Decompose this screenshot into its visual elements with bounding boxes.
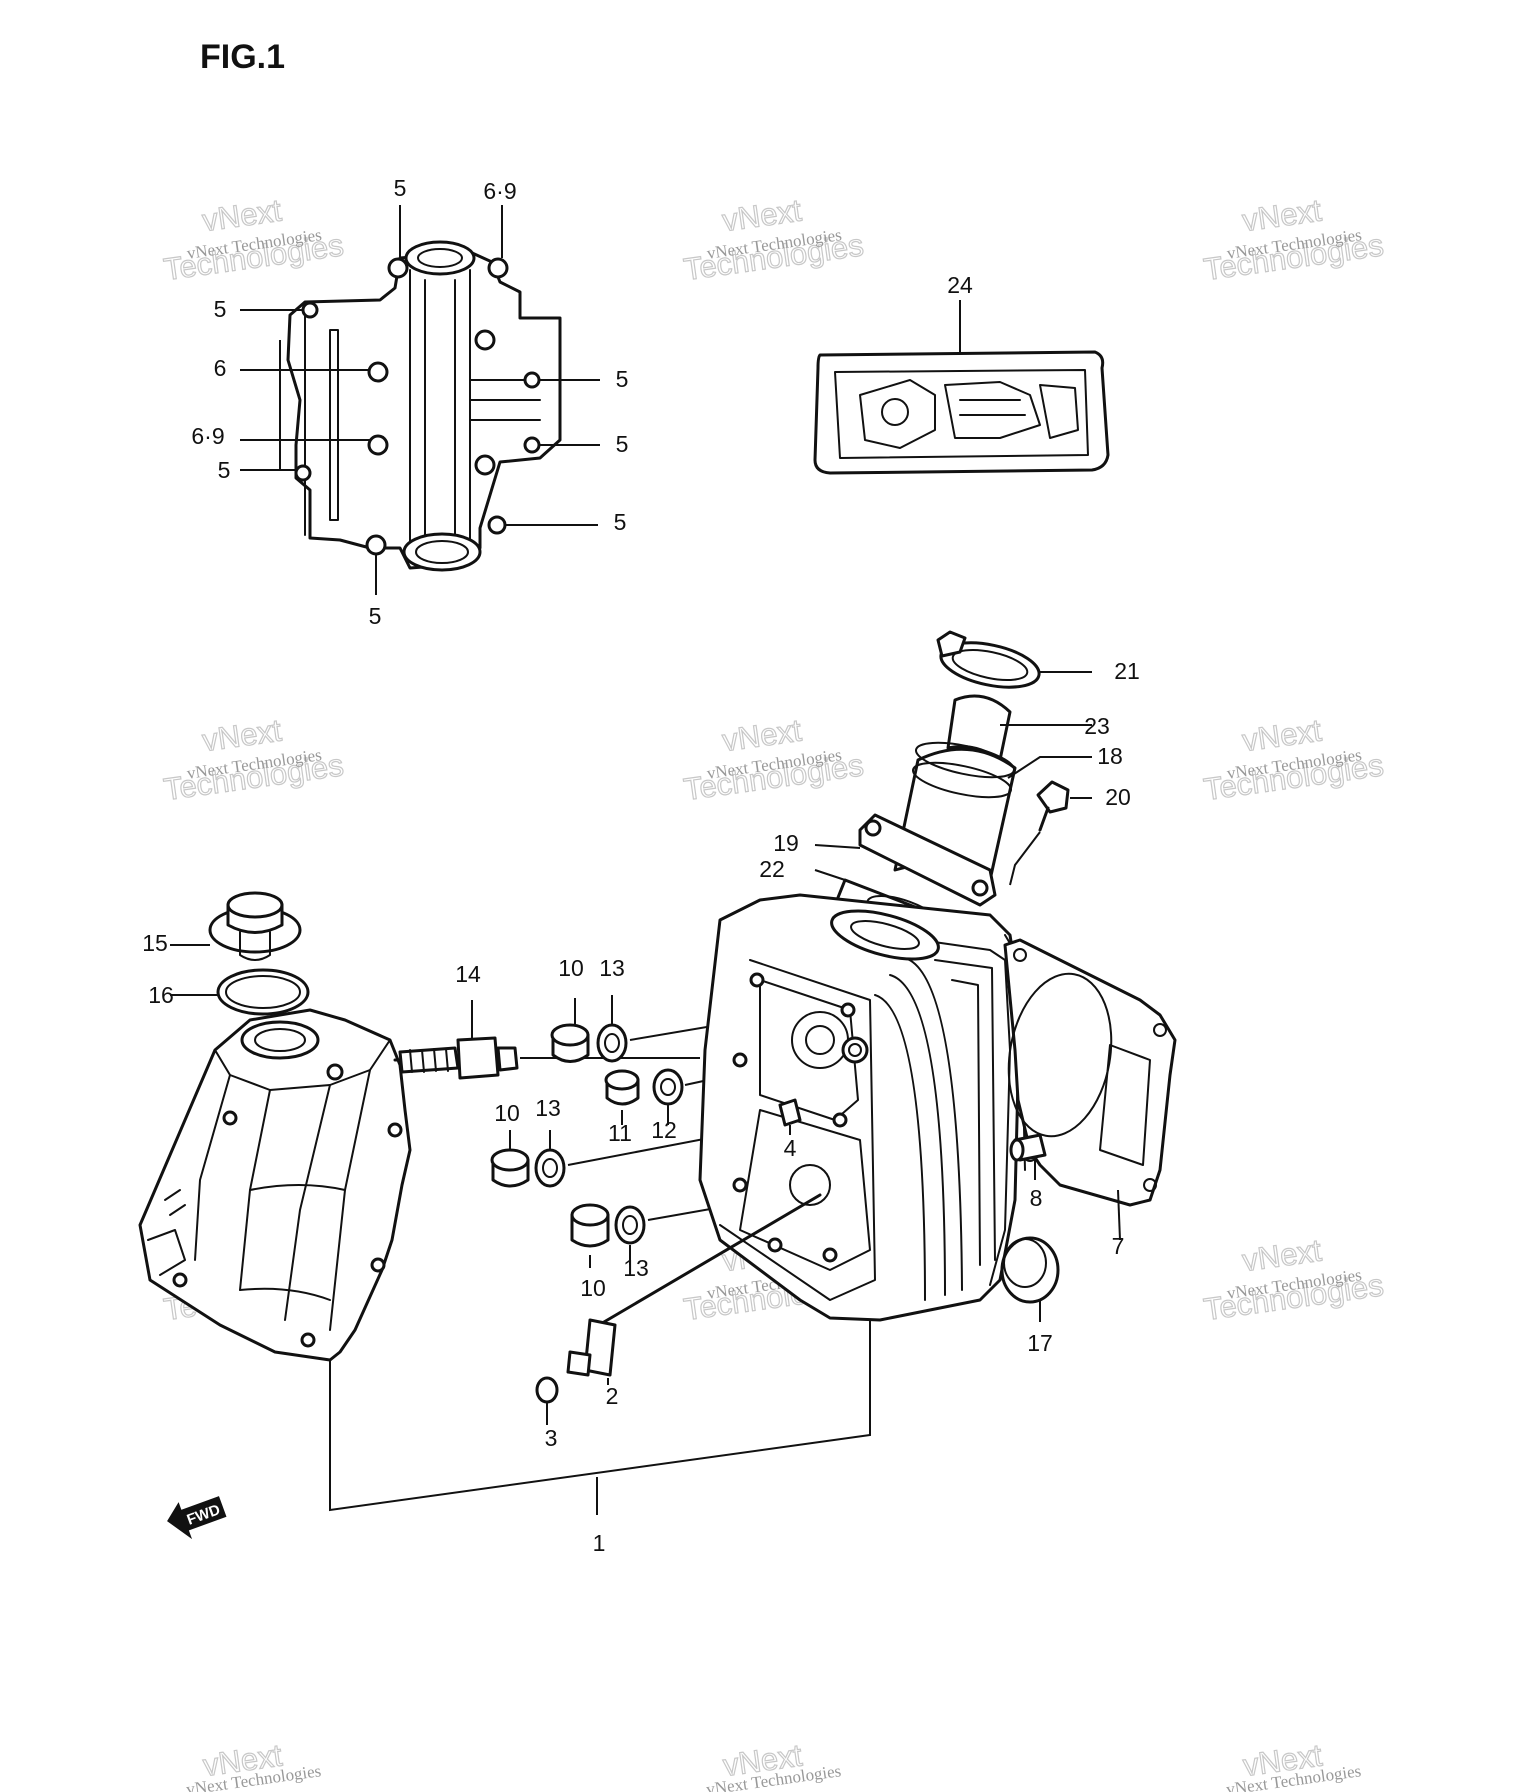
bolt-hole-icon bbox=[487, 257, 509, 279]
oil-filler-cap bbox=[170, 891, 310, 1016]
forward-arrow-icon: FWD bbox=[167, 1496, 227, 1540]
spark-plug bbox=[393, 1000, 700, 1080]
callout-22: 22 bbox=[759, 856, 785, 882]
callout-2: 2 bbox=[606, 1383, 619, 1409]
bolt-hole-icon bbox=[474, 329, 496, 351]
callout-13: 13 bbox=[623, 1255, 649, 1281]
callout-13: 13 bbox=[535, 1095, 561, 1121]
callout-24: 24 bbox=[947, 272, 973, 298]
figure-title: FIG.1 bbox=[200, 38, 285, 76]
callout-8: 8 bbox=[1030, 1185, 1043, 1211]
cylinder-head-gasket bbox=[1003, 938, 1177, 1241]
callout-6-9: 6·9 bbox=[483, 178, 516, 204]
bolt-hole-icon bbox=[487, 515, 507, 535]
callout-4: 4 bbox=[784, 1135, 797, 1161]
callout-6-9: 6·9 bbox=[191, 423, 224, 449]
cylinder-head-top-view bbox=[240, 205, 600, 595]
callout-5: 5 bbox=[369, 603, 382, 629]
callout-23: 23 bbox=[1084, 713, 1110, 739]
nuts-and-washers bbox=[490, 995, 801, 1268]
callout-19: 19 bbox=[773, 830, 799, 856]
cylinder-head-cover bbox=[138, 1008, 412, 1362]
callout-12: 12 bbox=[651, 1117, 677, 1143]
callout-5: 5 bbox=[218, 457, 231, 483]
cylinder-head bbox=[698, 893, 1026, 1322]
watermark-middle-right: vNext Technologies vNext Technologies bbox=[1201, 712, 1386, 808]
bolt-hole-icon bbox=[367, 434, 389, 456]
bolt-hole-icon bbox=[523, 436, 541, 454]
callout-5: 5 bbox=[394, 175, 407, 201]
watermark-bottom-center: vNext vNext Technologies bbox=[705, 1737, 842, 1792]
valve-guide bbox=[535, 1193, 822, 1425]
watermark-bottom-left: vNext vNext Technologies bbox=[185, 1737, 322, 1792]
callout-11: 11 bbox=[608, 1120, 632, 1146]
callout-15: 15 bbox=[142, 930, 168, 956]
callout-5: 5 bbox=[616, 366, 629, 392]
callout-1: 1 bbox=[593, 1530, 606, 1556]
callout-5: 5 bbox=[616, 431, 629, 457]
dowel-pin bbox=[1009, 1133, 1047, 1180]
bolt-hole-icon bbox=[367, 361, 389, 383]
gasket-set bbox=[813, 300, 1110, 475]
callout-5: 5 bbox=[614, 509, 627, 535]
bolt-hole-icon bbox=[523, 371, 541, 389]
callout-20: 20 bbox=[1105, 784, 1131, 810]
assembly-bracket bbox=[329, 1320, 871, 1515]
callout-17: 17 bbox=[1027, 1330, 1053, 1356]
callout-7: 7 bbox=[1112, 1233, 1125, 1259]
callout-16: 16 bbox=[148, 982, 174, 1008]
callout-13: 13 bbox=[599, 955, 625, 981]
watermark-top-left: vNext Technologies vNext Technologies bbox=[161, 192, 346, 288]
watermark-top-center: vNext Technologies vNext Technologies bbox=[681, 192, 866, 288]
callout-14: 14 bbox=[455, 961, 481, 987]
bolt-hole-icon bbox=[387, 257, 409, 279]
callout-10: 10 bbox=[580, 1275, 606, 1301]
bolt-hole-icon bbox=[294, 464, 312, 482]
watermark-lower-right: vNext Technologies vNext Technologies bbox=[1201, 1232, 1386, 1328]
watermark-middle-center: vNext Technologies vNext Technologies bbox=[681, 712, 866, 808]
bolt-hole-icon bbox=[474, 454, 496, 476]
callout-10: 10 bbox=[494, 1100, 520, 1126]
callout-5: 5 bbox=[214, 296, 227, 322]
watermark-top-right: vNext Technologies vNext Technologies bbox=[1201, 192, 1386, 288]
callout-10: 10 bbox=[558, 955, 584, 981]
plug-cap bbox=[1000, 1236, 1060, 1322]
callout-21: 21 bbox=[1114, 658, 1140, 684]
bolt-hole-icon bbox=[301, 301, 319, 319]
callout-18: 18 bbox=[1097, 743, 1123, 769]
bolt-hole-icon bbox=[365, 534, 387, 556]
watermark-middle-left: vNext Technologies vNext Technologies bbox=[161, 712, 346, 808]
callout-6: 6 bbox=[214, 355, 227, 381]
watermark-bottom-right: vNext vNext Technologies bbox=[1225, 1737, 1362, 1792]
callout-3: 3 bbox=[545, 1425, 558, 1451]
